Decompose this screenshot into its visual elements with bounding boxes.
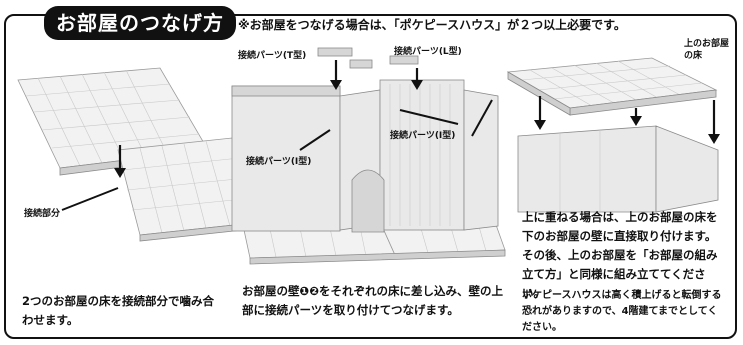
content-frame	[4, 14, 737, 339]
label-upper-floor: 上のお部屋 の床	[684, 39, 730, 61]
middle-room-illustration	[231, 47, 506, 265]
instruction-left: 2つのお部屋の床を接続部分で噛み合わせます。	[22, 294, 214, 327]
left-floor-tiles-illustration	[17, 67, 263, 242]
stacking-illustration	[506, 57, 720, 213]
label-connector-l: 接続パーツ(L型)	[394, 47, 462, 57]
requirement-notice: ※お部屋をつなげる場合は、「ポケピースハウス」が２つ以上必要です。	[238, 18, 626, 32]
label-connector-i-right: 接続パーツ(I型)	[390, 131, 456, 141]
instruction-middle: お部屋の壁❶❷をそれぞれの床に差し込み、壁の上部に接続パーツを取り付けてつなげま…	[242, 284, 503, 317]
instruction-right-warning: ポケピースハウスは高く積上げると転倒する恐れがありますので、4階建てまでとしてく…	[522, 290, 722, 333]
label-connector-i-left: 接続パーツ(I型)	[246, 157, 312, 167]
label-connector-t: 接続パーツ(T型)	[238, 51, 307, 61]
instruction-right-main: 上に重ねる場合は、上のお部屋の床を下のお部屋の壁に直接取り付けます。その後、上の…	[522, 210, 718, 300]
page-title: お部屋のつなげ方	[44, 6, 236, 40]
label-connection-part: 接続部分	[24, 209, 61, 219]
